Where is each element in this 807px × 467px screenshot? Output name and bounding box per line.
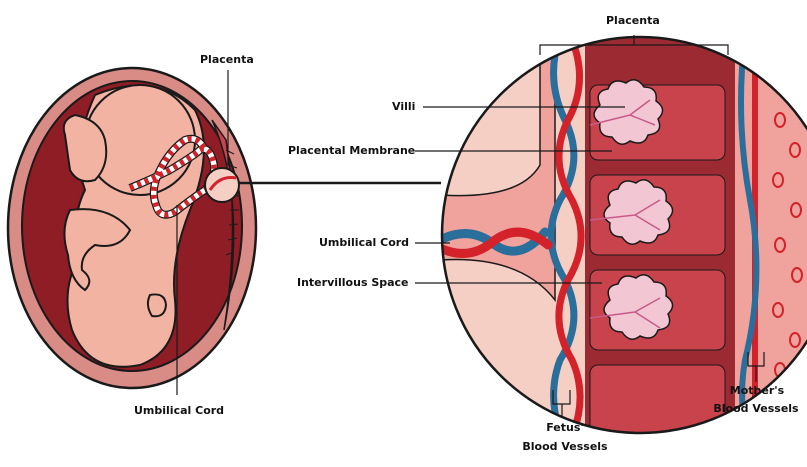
label-placenta-right: Placenta (606, 14, 660, 27)
label-villi: Villi (392, 100, 415, 113)
label-intervillous-space: Intervillous Space (297, 276, 409, 289)
label-umbilical-cord-right: Umbilical Cord (319, 236, 409, 249)
label-mothers-vessels-line1: Mother's (712, 384, 802, 397)
label-fetus-vessels-line2: Blood Vessels (515, 440, 615, 453)
uterus-illustration (8, 68, 256, 388)
label-placenta-left: Placenta (200, 53, 254, 66)
zoom-marker-circle (205, 168, 239, 202)
label-fetus-vessels-line1: Fetus' (520, 421, 610, 434)
label-umbilical-cord-left: Umbilical Cord (134, 404, 224, 417)
label-mothers-vessels-line2: Blood Vessels (706, 402, 806, 415)
label-placental-membrane: Placental Membrane (288, 144, 415, 157)
